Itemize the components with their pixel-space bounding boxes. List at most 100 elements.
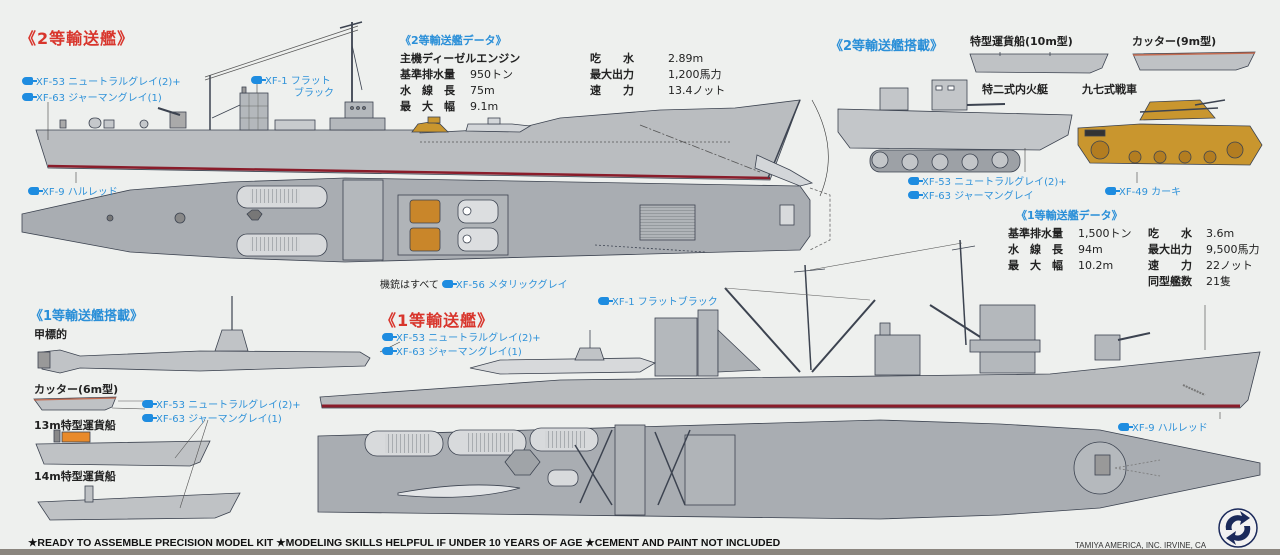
- paint-label: XF-9 ハルレッド: [1132, 423, 1208, 434]
- spec-value: 1,200馬力: [668, 68, 722, 81]
- paint-callout: XF-9 ハルレッド: [1118, 419, 1208, 434]
- spec-value: 1,500トン: [1078, 227, 1132, 240]
- paint-label-continued: ブラック: [294, 88, 334, 99]
- spec-key: 基準排水量: [400, 68, 455, 81]
- spec-key: 基準排水量: [1008, 227, 1063, 240]
- spec-value: 9.1m: [470, 99, 499, 113]
- spec-key: 吃 水: [1148, 227, 1192, 240]
- class2-section-title: 《2等輸送艦》: [20, 29, 135, 48]
- spec-value: 2.89m: [668, 51, 704, 65]
- spec-key: 吃 水: [590, 52, 634, 65]
- paint-bullet-icon: [28, 186, 43, 195]
- spec-value: 13.4ノット: [668, 84, 726, 97]
- spec-value: 950トン: [470, 68, 513, 81]
- paint-bullet-icon: [22, 92, 37, 101]
- recycle-logo: [1218, 508, 1258, 548]
- kit-notice: ★READY TO ASSEMBLE PRECISION MODEL KIT ★…: [28, 537, 781, 549]
- spec-key: 速 力: [590, 84, 634, 97]
- spec-row: 最 大 幅 9.1m: [400, 98, 776, 114]
- paint-callout: XF-49 カーキ: [1105, 183, 1181, 198]
- paint-bullet-icon: [598, 296, 613, 305]
- class1-spec-header: 《1等輸送艦データ》: [1016, 209, 1123, 222]
- paint-callout: XF-53 ニュートラルグレイ(2)+: [22, 73, 181, 88]
- class2-cargo-drawings: [837, 51, 1263, 173]
- paint-callout: XF-53 ニュートラルグレイ(2)+: [142, 396, 301, 411]
- spec-key: 水 線 長: [400, 84, 455, 97]
- class1-cargo-drawings: [33, 296, 371, 521]
- paint-label: XF-9 ハルレッド: [42, 187, 118, 198]
- class1-spec-table: 《1等輸送艦データ》 基準排水量 1,500トン 吃 水 3.6m 水 線 長 …: [1008, 207, 1276, 289]
- cargo-name: 13m特型運貨船: [34, 419, 116, 432]
- paint-label: XF-1 フラット: [265, 76, 331, 87]
- paint-label: XF-53 ニュートラルグレイ(2)+: [396, 333, 541, 344]
- paint-bullet-icon: [1105, 186, 1120, 195]
- paint-label: XF-63 ジャーマングレイ(1): [156, 414, 282, 425]
- paint-callout: XF-63 ジャーマングレイ(1): [382, 343, 522, 358]
- copyright: TAMIYA AMERICA, INC. IRVINE, CA: [1075, 541, 1207, 550]
- class1-top-view: [317, 419, 1261, 520]
- paint-label: XF-53 ニュートラルグレイ(2)+: [922, 177, 1067, 188]
- paint-bullet-icon: [382, 346, 397, 355]
- cargo-name: カッター(6m型): [34, 383, 119, 396]
- paint-bullet-icon: [908, 190, 923, 199]
- spec-key: 主機ディーゼルエンジン: [400, 52, 521, 65]
- cargo-name: カッター(9m型): [1132, 35, 1217, 48]
- paint-bullet-icon: [908, 176, 923, 185]
- paint-bullet-icon: [1118, 422, 1133, 431]
- class2-cargo-title: 《2等輸送艦搭載》: [830, 39, 944, 54]
- paint-label: XF-63 ジャーマングレイ: [922, 191, 1034, 202]
- paint-bullet-icon: [382, 332, 397, 341]
- paint-callout: XF-1 フラット: [251, 72, 331, 87]
- paint-label: XF-1 フラットブラック: [612, 297, 718, 308]
- spec-value: 75m: [470, 83, 495, 97]
- paint-callout: 機銃はすべて XF-56 メタリックグレイ: [380, 276, 568, 291]
- class1-cargo-title: 《1等輸送艦搭載》: [30, 309, 144, 324]
- class2-spec-header: 《2等輸送艦データ》: [400, 34, 507, 47]
- cargo-name: 特型運貨船(10m型): [970, 35, 1073, 48]
- spec-key: 最大出力: [1148, 243, 1192, 256]
- paint-callout: XF-63 ジャーマングレイ(1): [142, 410, 282, 425]
- spec-key: 最 大 幅: [400, 100, 455, 113]
- spec-key: 最大出力: [590, 68, 634, 81]
- spec-value: 21隻: [1206, 275, 1231, 288]
- paint-bullet-icon: [142, 399, 157, 408]
- paint-bullet-icon: [22, 76, 37, 85]
- class2-spec-table: 《2等輸送艦データ》 主機ディーゼルエンジン 吃 水 2.89m 基準排水量 9…: [400, 32, 776, 114]
- paint-bullet-icon: [251, 75, 266, 84]
- paint-bullet-icon: [142, 413, 157, 422]
- paint-callout: XF-1 フラットブラック: [598, 293, 718, 308]
- cargo-name: 九七式戦車: [1082, 83, 1137, 96]
- class1-side-profile: [319, 239, 1261, 409]
- spec-key: 速 力: [1148, 259, 1192, 272]
- paint-callout: XF-53 ニュートラルグレイ(2)+: [908, 173, 1067, 188]
- cargo-name: 甲標的: [34, 328, 67, 341]
- cargo-name: 特二式内火艇: [982, 83, 1048, 96]
- bottom-edge: [0, 549, 1280, 555]
- spec-row: 最 大 幅 10.2m 速 力 22ノット: [1008, 257, 1276, 273]
- cargo-name: 14m特型運貨船: [34, 470, 116, 483]
- paint-callout: XF-63 ジャーマングレイ: [908, 187, 1034, 202]
- spec-row: 水 線 長 94m 最大出力 9,500馬力: [1008, 241, 1276, 257]
- paint-label: XF-56 メタリックグレイ: [455, 280, 568, 291]
- spec-key: 最 大 幅: [1008, 259, 1063, 272]
- paint-label: XF-49 カーキ: [1119, 187, 1182, 198]
- spec-row: 基準排水量 1,500トン 吃 水 3.6m: [1008, 225, 1276, 241]
- spec-value: 94m: [1078, 242, 1103, 256]
- class1-section-title: 《1等輸送艦》: [380, 311, 495, 330]
- spec-value: 3.6m: [1206, 226, 1235, 240]
- paint-label: XF-63 ジャーマングレイ(1): [36, 93, 162, 104]
- machine-gun-note: 機銃はすべて: [380, 280, 439, 291]
- spec-row: 基準排水量 950トン 最大出力 1,200馬力: [400, 66, 776, 82]
- paint-callout: XF-63 ジャーマングレイ(1): [22, 89, 162, 104]
- class2-top-view: [21, 177, 831, 263]
- class2-side-profile: [35, 21, 829, 197]
- spec-key: 水 線 長: [1008, 243, 1063, 256]
- paint-callout: XF-53 ニュートラルグレイ(2)+: [382, 329, 541, 344]
- spec-value: 9,500馬力: [1206, 243, 1260, 256]
- paint-label: XF-53 ニュートラルグレイ(2)+: [156, 400, 301, 411]
- spec-key: 同型艦数: [1148, 275, 1192, 288]
- spec-row: 主機ディーゼルエンジン 吃 水 2.89m: [400, 50, 776, 66]
- paint-label: XF-53 ニュートラルグレイ(2)+: [36, 77, 181, 88]
- spec-row: 同型艦数 21隻: [1008, 273, 1276, 289]
